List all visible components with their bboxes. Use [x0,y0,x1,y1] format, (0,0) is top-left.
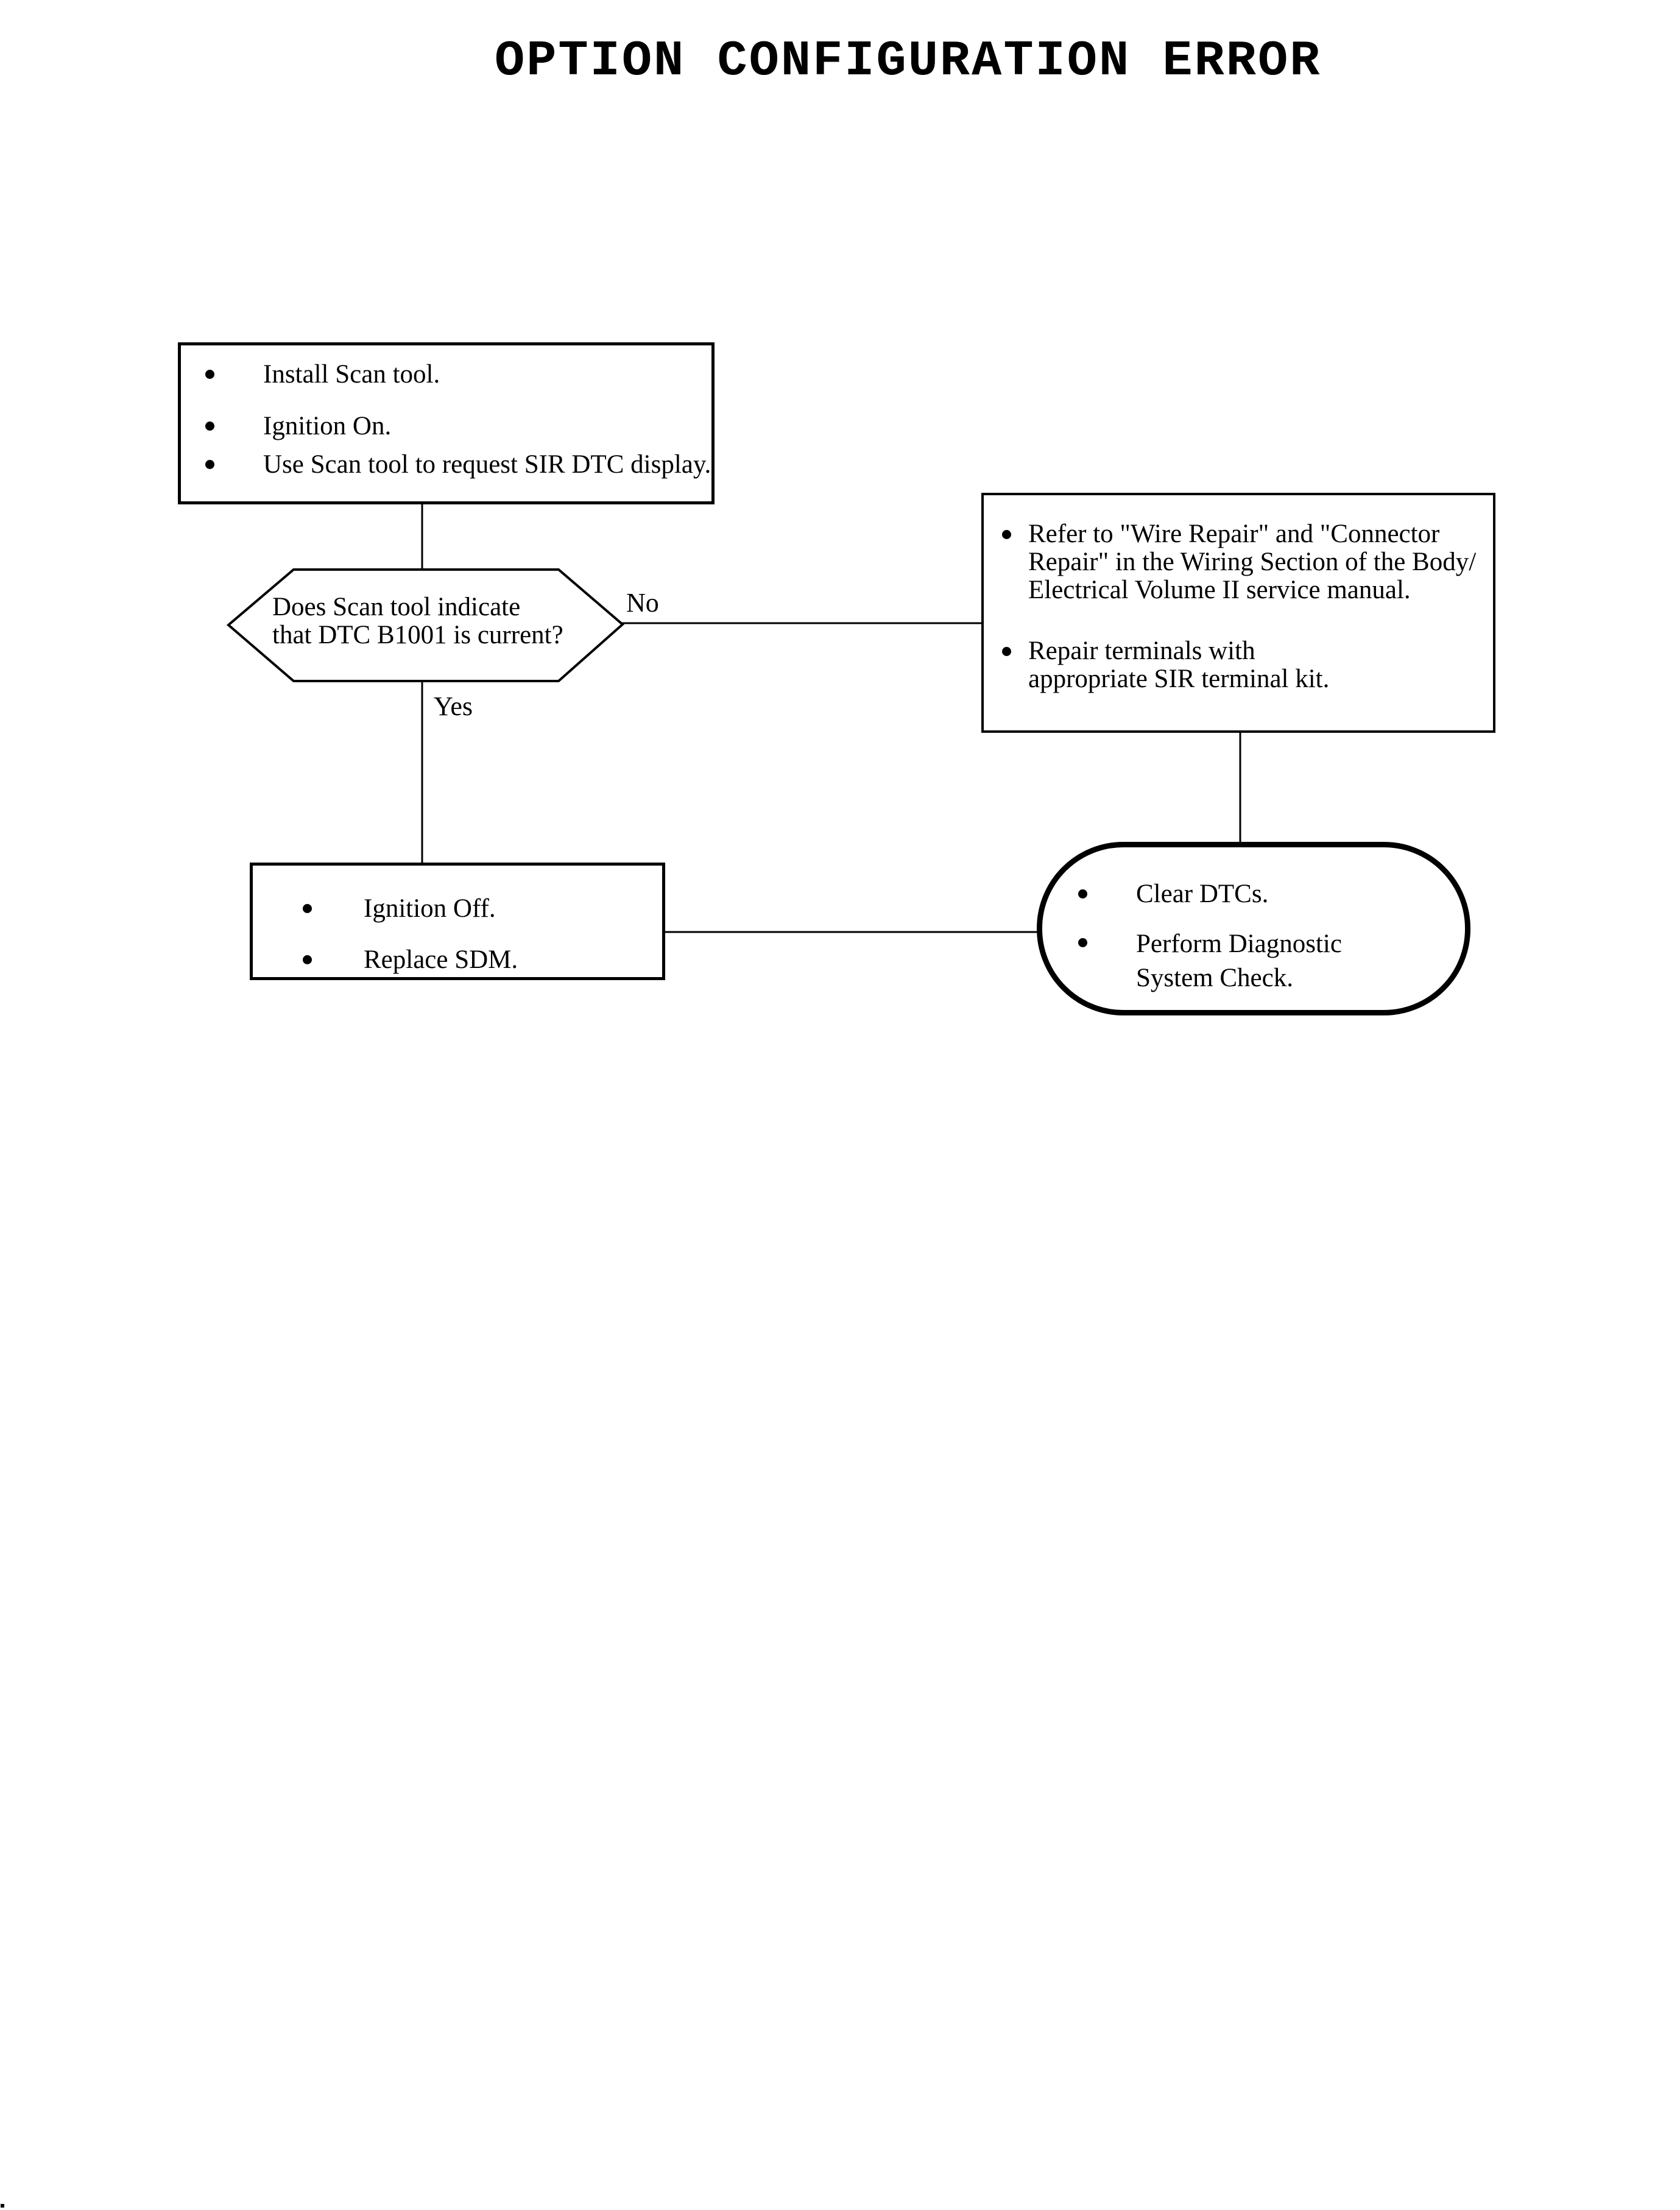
list-item-line: Repair terminals with [1028,637,1255,665]
bullet-icon [1078,889,1087,898]
list-item-line: appropriate SIR terminal kit. [1028,665,1330,693]
end-terminal-box: Clear DTCs. Perform Diagnostic System Ch… [1037,842,1470,1015]
list-item: Replace SDM. [253,944,662,976]
list-item-line: Clear DTCs. [1136,880,1269,908]
list-item: Repair terminals with appropriate SIR te… [984,637,1493,693]
bullet-icon [1002,530,1011,539]
list-item-text: Replace SDM. [364,945,518,974]
replace-sdm-box: Ignition Off. Replace SDM. [250,863,665,980]
list-item-line: System Check. [1136,964,1293,992]
list-item-line: Refer to "Wire Repair" and "Connector [1028,520,1440,548]
list-item: Use Scan tool to request SIR DTC display… [181,449,711,481]
list-item-text: Install Scan tool. [263,360,440,389]
list-item-line: Repair" in the Wiring Section of the Bod… [1028,548,1477,576]
no-branch-label: No [626,588,659,618]
start-box: Install Scan tool. Ignition On. Use Scan… [178,342,715,504]
list-item: Ignition On. [181,411,711,442]
decision-text-line: that DTC B1001 is current? [272,621,563,649]
decision-hexagon [226,568,625,682]
list-item: Perform Diagnostic System Check. [1042,927,1465,995]
bullet-icon [205,370,214,379]
bullet-icon [205,422,214,431]
decision-text: Does Scan tool indicate that DTC B1001 i… [272,593,563,649]
list-item-text: Ignition On. [263,412,392,440]
bullet-icon [1078,938,1087,947]
decision-text-line: Does Scan tool indicate [272,593,521,621]
list-item-line: Electrical Volume II service manual. [1028,576,1411,604]
list-item: Clear DTCs. [1042,878,1465,910]
bullet-icon [205,460,214,469]
list-item-text: Use Scan tool to request SIR DTC display… [263,450,711,479]
list-item-line: Perform Diagnostic [1136,930,1342,958]
list-item: Ignition Off. [253,893,662,925]
list-item-text: Ignition Off. [364,894,496,923]
list-item: Install Scan tool. [181,359,711,390]
list-item: Refer to "Wire Repair" and "Connector Re… [984,520,1493,604]
page-title: OPTION CONFIGURATION ERROR [495,33,1322,90]
bullet-icon [303,955,312,964]
bullet-icon [1002,647,1011,656]
bullet-icon [303,904,312,913]
yes-branch-label: Yes [434,691,473,721]
scan-artifact-dot [1,2204,4,2208]
wire-repair-box: Refer to "Wire Repair" and "Connector Re… [981,493,1495,733]
